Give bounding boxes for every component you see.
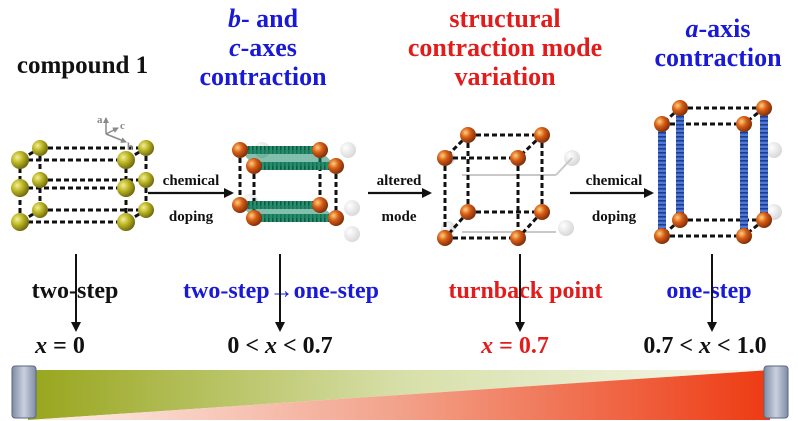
stage-1-title: compound 1: [0, 52, 165, 80]
stage-3-title-line2: contraction mode: [407, 33, 603, 63]
transition-1-label: chemical doping: [143, 172, 239, 226]
bar-right-cap: [763, 365, 789, 419]
stage-4-title-line2: contraction: [654, 43, 782, 73]
stage-2-range: 0 < x < 0.7: [227, 333, 333, 359]
spring-icon: [760, 108, 768, 220]
transition-1-line1: chemical: [162, 173, 220, 189]
spring-icon: [740, 124, 748, 236]
stage-3-title: structural contraction mode variation: [400, 4, 610, 91]
stage-3-title-line3: variation: [454, 62, 556, 92]
spring-icon: [676, 108, 684, 220]
unit-cell-icon: [654, 100, 782, 244]
axis-triad-icon: [103, 117, 127, 143]
stage-1-range: x = 0: [35, 333, 85, 359]
unit-cell-icon: [437, 127, 580, 246]
transition-1-line2: doping: [168, 209, 214, 225]
composition-gradient-bar: [11, 365, 789, 420]
stage-2-title-line2: c-axes: [229, 33, 297, 63]
stage-3-range: x = 0.7: [481, 333, 549, 359]
stage-1-title-line1: compound 1: [16, 52, 149, 79]
transition-3-label: chemical doping: [566, 172, 662, 226]
bar-left-cap: [11, 365, 37, 419]
transition-2-line1: altered: [376, 173, 422, 189]
stage-3-mechanism: turnback point: [448, 278, 603, 304]
unit-cell-icon: [232, 142, 360, 242]
axis-c-label: c: [120, 120, 125, 132]
arrow-icon: [71, 254, 717, 332]
stage-2-title: b- and c-axes contraction: [178, 4, 348, 91]
spring-icon: [658, 124, 666, 236]
transition-2-line2: mode: [381, 209, 417, 225]
transition-2-label: altered mode: [364, 172, 434, 226]
axis-a-label: a: [97, 114, 103, 126]
stage-4-range: 0.7 < x < 1.0: [643, 333, 767, 359]
transition-3-line2: doping: [591, 209, 637, 225]
stage-4-title: a-axis contraction: [643, 14, 793, 72]
unit-cell-icon: [11, 140, 154, 231]
axis-b-label: b: [127, 141, 133, 153]
stage-4-mechanism: one-step: [666, 278, 752, 304]
transition-3-line1: chemical: [585, 173, 643, 189]
stage-3-title-line1: structural: [449, 4, 561, 33]
stage-2-title-line1: b- and: [227, 4, 299, 33]
stage-2-title-line3: contraction: [199, 62, 327, 92]
stage-4-title-line1: a-axis: [685, 14, 751, 43]
